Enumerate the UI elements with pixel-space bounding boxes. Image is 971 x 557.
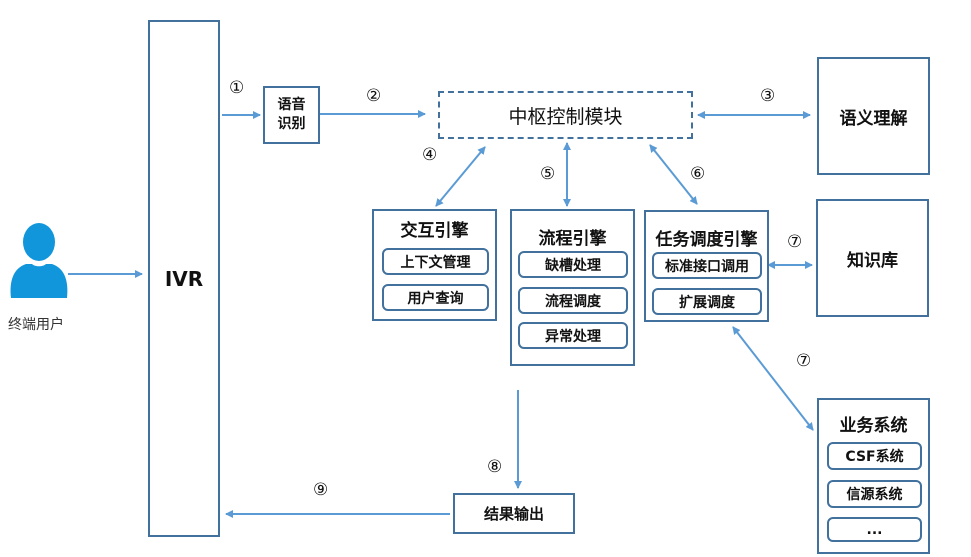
end-user: 终端用户 (8, 220, 70, 333)
flow-item-flow-scheduling: 流程调度 (518, 287, 628, 314)
step-label-2: ② (366, 86, 382, 106)
interaction-engine-title: 交互引擎 (400, 221, 469, 241)
step-label-3: ③ (760, 86, 776, 106)
step-label-6: ⑥ (690, 164, 706, 184)
speech-recognition-box: 语音 识别 (263, 86, 320, 144)
ivr-label: IVR (164, 266, 204, 291)
flow-engine-title: 流程引擎 (538, 229, 607, 249)
user-icon (10, 223, 68, 298)
step-label-8: ⑧ (487, 457, 503, 477)
step-label-4: ④ (422, 145, 438, 165)
speech-recognition-label-1: 语音 (277, 97, 306, 113)
semantic-understanding-box: 语义理解 (817, 57, 930, 175)
step-label-7-kb: ⑦ (787, 232, 803, 252)
result-output-label: 结果输出 (483, 505, 544, 523)
interaction-item-context: 上下文管理 (382, 248, 489, 275)
task-scheduling-engine-title: 任务调度引擎 (655, 230, 758, 250)
business-item-more: ... (827, 517, 922, 542)
result-output-box: 结果输出 (453, 493, 575, 534)
task-item-standard-api: 标准接口调用 (652, 252, 762, 279)
speech-recognition-label-2: 识别 (277, 116, 306, 132)
knowledge-base-box: 知识库 (816, 199, 929, 317)
central-control-label: 中枢控制模块 (508, 105, 623, 128)
semantic-understanding-label: 语义理解 (839, 108, 908, 129)
business-system-box: 业务系统 CSF系统 信源系统 ... (817, 398, 930, 554)
flow-engine-box: 流程引擎 缺槽处理 流程调度 异常处理 (510, 209, 635, 366)
business-item-csf: CSF系统 (827, 442, 922, 470)
end-user-label: 终端用户 (8, 317, 64, 333)
task-scheduling-engine-box: 任务调度引擎 标准接口调用 扩展调度 (644, 210, 769, 322)
step-label-9: ⑨ (313, 480, 329, 500)
step-label-1: ① (229, 78, 245, 98)
knowledge-base-label: 知识库 (847, 250, 898, 271)
arrow-step-4 (435, 146, 486, 207)
flow-item-exception: 异常处理 (518, 322, 628, 349)
business-system-title: 业务系统 (839, 416, 908, 436)
task-item-extended-scheduling: 扩展调度 (652, 288, 762, 315)
step-label-7-business: ⑦ (796, 351, 812, 371)
flow-item-slot-missing: 缺槽处理 (518, 251, 628, 278)
interaction-item-user-query: 用户查询 (382, 284, 489, 311)
interaction-engine-box: 交互引擎 上下文管理 用户查询 (372, 209, 497, 321)
arrow-step-6 (649, 144, 698, 205)
arrow-step-7-business (732, 326, 814, 431)
business-item-xinyuan: 信源系统 (827, 480, 922, 508)
step-label-5: ⑤ (540, 164, 556, 184)
central-control-box: 中枢控制模块 (438, 91, 693, 139)
ivr-box: IVR (148, 20, 220, 537)
